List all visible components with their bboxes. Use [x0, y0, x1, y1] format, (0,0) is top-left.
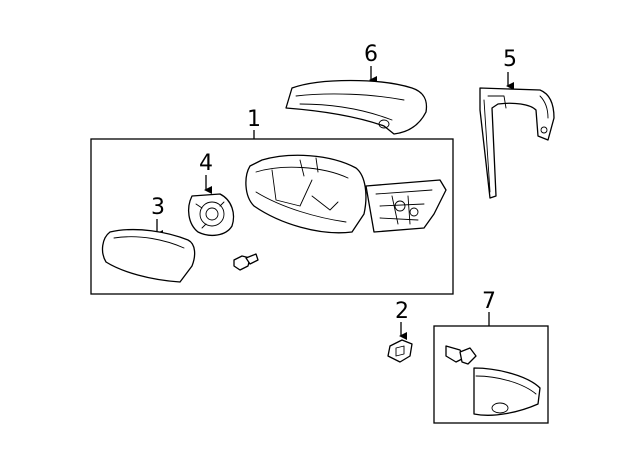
lamp-kit-box	[433, 325, 549, 424]
callout-5: 5	[503, 47, 517, 72]
callout-6: 6	[364, 42, 378, 67]
mirror-glass-part	[101, 228, 196, 283]
callout-1: 1	[247, 107, 261, 132]
clip-part	[387, 339, 413, 363]
screw-part	[233, 253, 259, 271]
callout-7: 7	[482, 289, 496, 314]
mirror-motor-part	[187, 193, 235, 237]
mirror-bracket-part	[479, 87, 555, 199]
mirror-housing-part	[245, 154, 447, 234]
callout-3: 3	[151, 195, 165, 220]
callout-2: 2	[395, 299, 409, 324]
lamp-housing-part	[473, 367, 541, 416]
callout-4: 4	[199, 151, 213, 176]
mirror-cap-part	[285, 79, 428, 135]
lamp-bulb-part	[445, 345, 477, 365]
assembly-box	[90, 138, 454, 295]
